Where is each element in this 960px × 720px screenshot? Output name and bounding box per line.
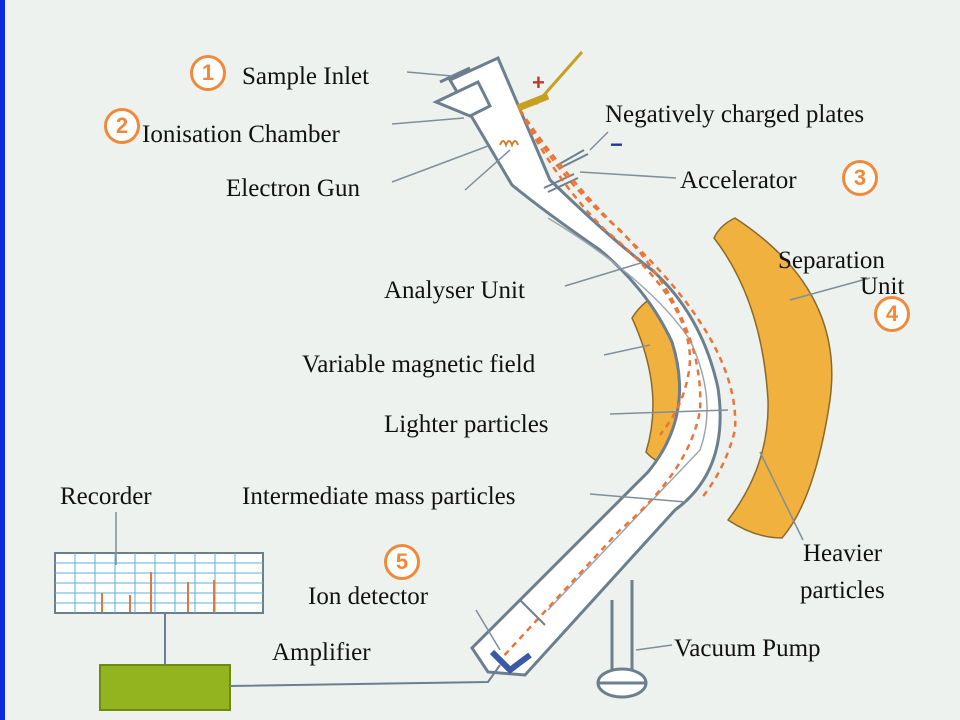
step-1-badge: 1 <box>190 55 226 91</box>
amplifier-detector-wire <box>229 664 501 687</box>
ion-detector-cup <box>489 649 532 674</box>
electron-gun-filament <box>499 140 519 148</box>
left-edge-strip <box>0 0 5 720</box>
label-vacuum-pump: Vacuum Pump <box>674 635 821 662</box>
step-5-badge: 5 <box>384 544 420 580</box>
label-ionisation-chamber: Ionisation Chamber <box>142 121 340 148</box>
beam-intermediate <box>499 109 702 661</box>
sample-inlet-cap <box>439 66 471 84</box>
label-sample-inlet: Sample Inlet <box>242 63 370 90</box>
label-separation-line2: Unit <box>860 273 905 300</box>
positive-electrode-wire <box>534 51 584 105</box>
step-2-badge: 2 <box>104 108 140 144</box>
leader-lines <box>115 71 871 651</box>
label-heavier-line1: Heavier <box>803 540 883 567</box>
label-recorder: Recorder <box>60 483 152 510</box>
label-amplifier: Amplifier <box>272 639 371 666</box>
label-separation-line1: Separation <box>778 247 885 274</box>
minus-sign: − <box>610 132 623 157</box>
outer-magnet <box>713 217 833 539</box>
beam-lighter <box>518 109 692 436</box>
label-analyser-unit: Analyser Unit <box>384 277 525 304</box>
label-ion-detector: Ion detector <box>308 583 429 610</box>
sample-inlet-tube <box>432 80 493 118</box>
label-lighter-particles: Lighter particles <box>384 411 549 438</box>
label-heavier-line2: particles <box>800 577 885 604</box>
analyser-tube <box>447 55 722 677</box>
label-intermediate-mass-particles: Intermediate mass particles <box>242 483 516 510</box>
detector-slit <box>519 599 546 626</box>
label-variable-magnetic-field: Variable magnetic field <box>302 351 536 378</box>
label-negative-plates: Negatively charged plates <box>605 101 865 128</box>
label-accelerator: Accelerator <box>680 167 797 194</box>
beam-heavier <box>518 109 737 501</box>
plus-sign: + <box>532 70 545 95</box>
step-4-badge: 4 <box>874 296 910 332</box>
recorder-grid <box>55 553 263 613</box>
positive-plate <box>516 92 550 112</box>
recorder-peaks <box>101 572 215 612</box>
amplifier-box <box>99 664 231 711</box>
label-electron-gun: Electron Gun <box>226 175 360 202</box>
step-3-badge: 3 <box>842 160 878 196</box>
